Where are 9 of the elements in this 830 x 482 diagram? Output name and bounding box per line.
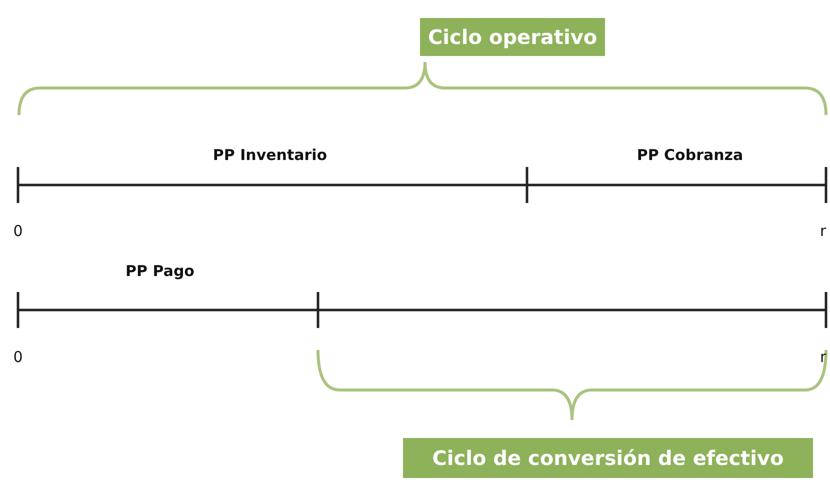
- segment-label: PP Cobranza: [636, 146, 744, 164]
- segment-label: PP Pago: [126, 262, 194, 280]
- tick-label: 0: [13, 222, 23, 240]
- cycle-label-box: Ciclo de conversión de efectivo: [403, 438, 813, 478]
- segment-label: PP Inventario: [212, 146, 328, 164]
- tick-label: r: [820, 222, 826, 240]
- cycle-label-box: Ciclo operativo: [420, 18, 606, 56]
- tick-label: r: [820, 348, 826, 366]
- tick-label: 0: [13, 348, 23, 366]
